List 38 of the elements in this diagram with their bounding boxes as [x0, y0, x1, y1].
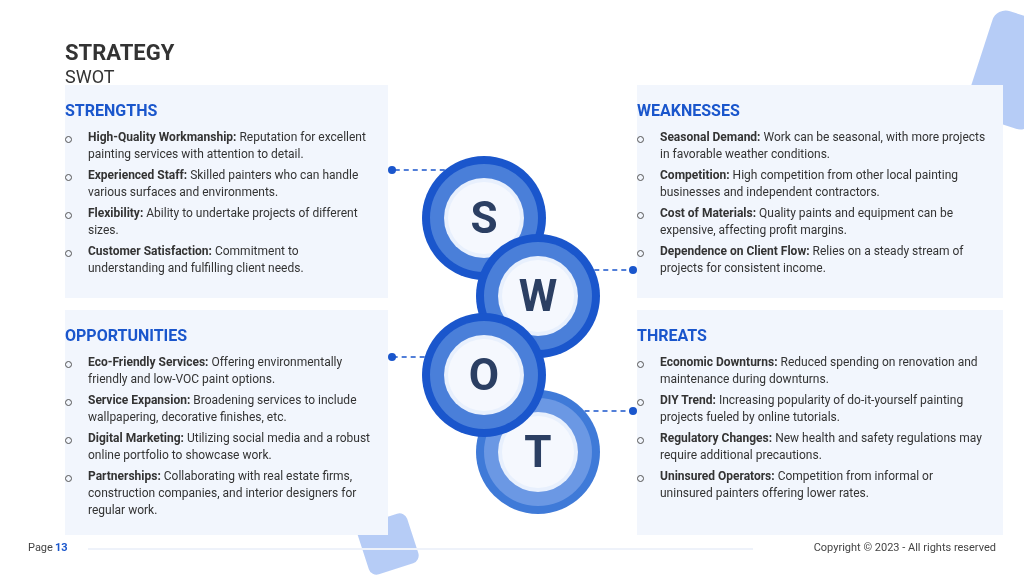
letter-circle — [476, 390, 600, 514]
section-heading: STRENGTHS — [65, 101, 158, 120]
circle-letter: S — [469, 193, 499, 243]
slide-subtitle: SWOT — [65, 66, 115, 87]
circle-letter: W — [518, 271, 558, 321]
circle-letter: O — [467, 350, 501, 400]
bullet-text: Regulatory Changes: New health and safety regulations may require additional precautions. — [660, 430, 983, 464]
slide-title: STRATEGY — [65, 40, 175, 65]
bullet-text: Customer Satisfaction: Commitment to understanding and fulfilling client needs. — [88, 243, 305, 277]
bullet-text: Partnerships: Collaborating with real estate firms, construction companies, and interior designers for regular work. — [88, 468, 358, 519]
bullet-text: DIY Trend: Increasing popularity of do-it-yourself painting projects fueled by online tutorials. — [660, 392, 965, 426]
page-number: 13 — [55, 541, 68, 554]
bullet-text: Competition: High competition from other local painting businesses and independent contractors. — [660, 167, 959, 201]
dashed-connector — [593, 266, 637, 274]
bullet-text: Seasonal Demand: Work can be seasonal, with more projects in favorable weather conditions. — [660, 129, 986, 163]
bullet-text: Flexibility: Ability to undertake projects of different sizes. — [88, 205, 359, 239]
letter-circle — [422, 313, 546, 437]
dashed-connector — [388, 166, 446, 174]
section-heading: OPPORTUNITIES — [65, 326, 188, 345]
section-heading: WEAKNESSES — [637, 101, 740, 120]
bullet-text: Digital Marketing: Utilizing social media and a robust online portfolio to showcase work. — [88, 430, 371, 464]
bullet-text: Economic Downturns: Reduced spending on renovation and maintenance during downturns. — [660, 354, 979, 388]
page-label: Page — [28, 541, 53, 554]
bullet-text: Experienced Staff: Skilled painters who can handle various surfaces and environments. — [88, 167, 360, 201]
bullet-text: Uninsured Operators: Competition from informal or uninsured painters offering lower rates. — [660, 468, 934, 502]
dashed-connector — [388, 353, 426, 361]
circle-letter: T — [523, 427, 553, 477]
swot-panel — [65, 310, 388, 535]
swot-panel — [637, 310, 1003, 535]
dashed-connector — [583, 407, 637, 415]
bullet-text: Dependence on Client Flow: Relies on a steady stream of projects for consistent income. — [660, 243, 965, 277]
swot-panel — [65, 85, 388, 298]
swot-panel — [637, 85, 1003, 298]
section-heading: THREATS — [637, 326, 707, 345]
bullet-text: Service Expansion: Broadening services to include wallpapering, decorative finishes, etc. — [88, 392, 358, 426]
bullet-text: High-Quality Workmanship: Reputation for excellent painting services with attention to detail. — [88, 129, 367, 163]
bullet-text: Eco-Friendly Services: Offering environmentally friendly and low-VOC paint options. — [88, 354, 344, 388]
bullet-text: Cost of Materials: Quality paints and equipment can be expensive, affecting profit margins. — [660, 205, 955, 239]
